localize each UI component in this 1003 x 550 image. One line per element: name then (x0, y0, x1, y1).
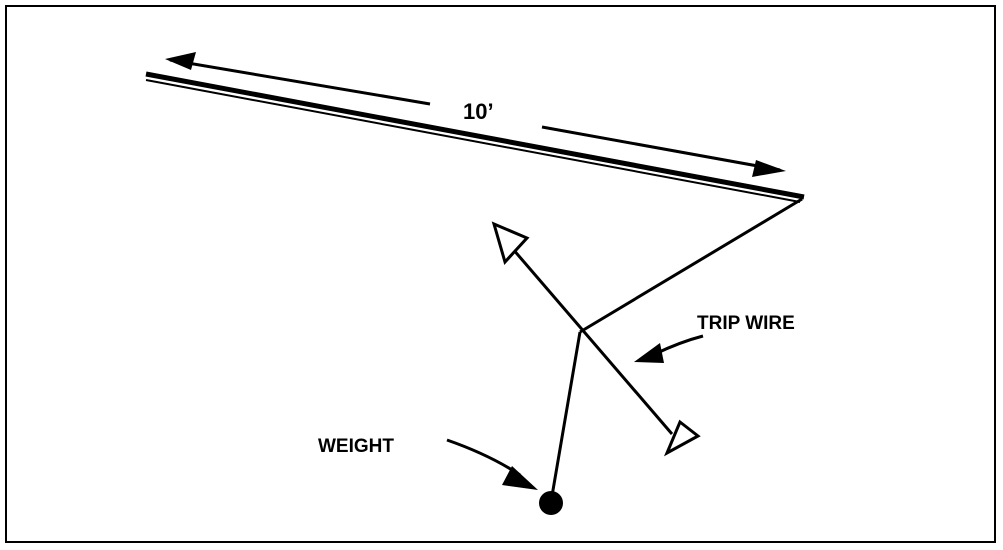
trip-wire-pointer-arrow (634, 334, 704, 363)
trip-wire-stake-top (491, 221, 530, 265)
support-wire (579, 197, 803, 334)
diagram-frame (5, 5, 996, 543)
weight (539, 491, 563, 515)
weight-label: WEIGHT (318, 436, 394, 457)
dimension-label: 10’ (463, 99, 494, 124)
dimension-arrow-right (541, 125, 786, 177)
overhead-pole (145, 71, 805, 203)
trip-wire-label: TRIP WIRE (697, 313, 795, 334)
trip-wire-stake-bottom (663, 419, 701, 457)
trip-wire (491, 221, 701, 457)
weight-pointer-arrow (446, 438, 538, 490)
dimension-arrow-left (165, 52, 431, 106)
hanging-line (550, 331, 582, 497)
